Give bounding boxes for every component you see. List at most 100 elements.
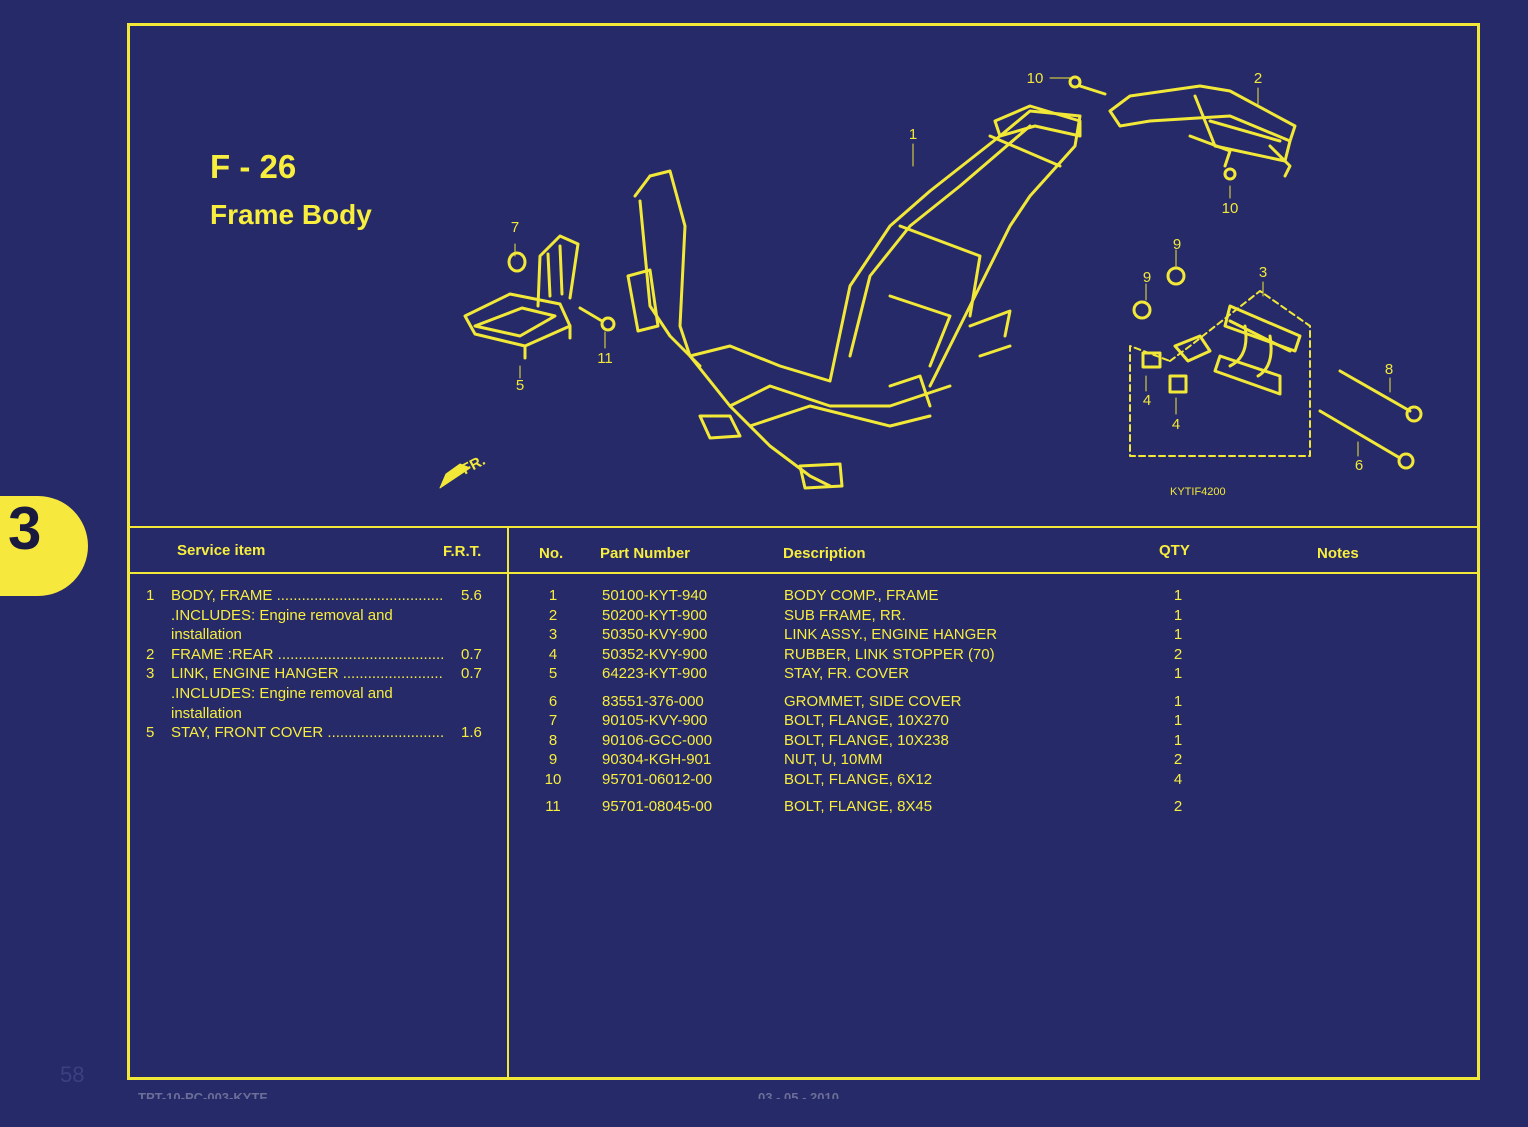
stay-front-cover-part <box>463 234 580 360</box>
long-bolts-7-8 <box>1318 369 1423 470</box>
service-item-header: Service item <box>177 542 266 559</box>
part-row-qty: 1 <box>1173 587 1183 604</box>
part-row-qty: 2 <box>1173 646 1183 663</box>
part-row-qty: 1 <box>1173 732 1183 749</box>
part-row-qty: 1 <box>1173 712 1183 729</box>
part-row-number: 95701-08045-00 <box>602 798 713 815</box>
service-row-frt: 0.7 <box>461 646 482 663</box>
part-row-number: 50350-KVY-900 <box>602 626 708 643</box>
part-row-no: 6 <box>548 693 558 710</box>
service-row-no: 3 <box>146 665 155 682</box>
callout-2: 2 <box>1254 70 1262 87</box>
front-label: FR. <box>459 452 488 478</box>
service-row-note: .INCLUDES: Engine removal and <box>171 685 393 702</box>
service-row-frt: 1.6 <box>461 724 482 741</box>
part-row-description: SUB FRAME, RR. <box>784 607 906 624</box>
part-row-qty: 1 <box>1173 665 1183 682</box>
part-row-description: RUBBER, LINK STOPPER (70) <box>784 646 995 663</box>
service-row-frt: 5.6 <box>461 587 482 604</box>
part-row-no: 1 <box>548 587 558 604</box>
chapter-tab[interactable] <box>0 496 88 596</box>
part-row-no: 7 <box>548 712 558 729</box>
service-row-name: STAY, FRONT COVER <box>171 724 443 741</box>
part-row-qty: 4 <box>1173 771 1183 788</box>
service-row-name: LINK, ENGINE HANGER <box>171 665 443 682</box>
service-row-frt: 0.7 <box>461 665 482 682</box>
callout-10-top: 10 <box>1027 70 1044 87</box>
part-row-description: BOLT, FLANGE, 8X45 <box>784 798 933 815</box>
table-header-rule <box>127 572 1480 574</box>
service-row-name: FRAME :REAR <box>171 646 443 663</box>
part-row-number: 90106-GCC-000 <box>602 732 713 749</box>
notes-header: Notes <box>1317 545 1359 562</box>
callout-8: 8 <box>1385 361 1393 378</box>
page-number: 58 <box>60 1062 85 1087</box>
part-number-header: Part Number <box>600 545 691 562</box>
service-row-no: 5 <box>146 724 155 741</box>
service-row-note: installation <box>171 626 242 643</box>
part-row-description: STAY, FR. COVER <box>784 665 910 682</box>
callout-4-bottom: 4 <box>1172 416 1180 433</box>
callout-11: 11 <box>597 350 613 367</box>
table-divider <box>507 526 509 1080</box>
service-row-note: installation <box>171 705 242 722</box>
part-row-no: 10 <box>544 771 562 788</box>
part-row-number: 95701-06012-00 <box>602 771 713 788</box>
part-row-qty: 2 <box>1173 798 1183 815</box>
callout-9-left: 9 <box>1143 269 1151 286</box>
frame-body-diagram: 7 5 11 1 10 2 10 9 9 3 4 4 8 6 FR. KYTIF… <box>439 70 1423 498</box>
callout-7: 6 <box>1355 457 1363 474</box>
part-row-description: BOLT, FLANGE, 6X12 <box>784 771 933 788</box>
part-row-description: NUT, U, 10MM <box>784 751 883 768</box>
figure-code: F - 26 <box>210 148 297 185</box>
part-row-number: 90105-KVY-900 <box>602 712 708 729</box>
link-assy-engine-hanger-part <box>1129 266 1311 457</box>
part-row-description: GROMMET, SIDE COVER <box>784 693 962 710</box>
part-row-number: 50352-KVY-900 <box>602 646 708 663</box>
part-row-description: BODY COMP., FRAME <box>784 587 939 604</box>
part-row-number: 64223-KYT-900 <box>602 665 708 682</box>
service-row-no: 2 <box>146 646 155 663</box>
part-row-no: 11 <box>545 798 561 815</box>
figure-title: Frame Body <box>210 199 372 230</box>
part-row-no: 5 <box>548 665 558 682</box>
footer-doc-code: TPT-10-PC-003-KYTF <box>138 1090 268 1099</box>
callout-1: 1 <box>909 126 917 143</box>
part-row-number: 83551-376-000 <box>602 693 704 710</box>
front-direction-arrow <box>439 463 471 489</box>
frt-header: F.R.T. <box>443 543 482 560</box>
service-row-no: 1 <box>146 587 155 604</box>
part-row-qty: 1 <box>1173 626 1183 643</box>
footer-date: 03 - 05 - 2010 <box>758 1090 839 1099</box>
part-row-no: 3 <box>548 626 558 643</box>
part-row-no: 4 <box>548 646 558 663</box>
part-row-number: 90304-KGH-901 <box>602 751 712 768</box>
no-header: No. <box>539 545 564 562</box>
part-row-no: 9 <box>548 751 558 768</box>
part-row-qty: 2 <box>1173 751 1183 768</box>
page-frame <box>127 23 1480 1080</box>
body-frame-part <box>626 104 1082 490</box>
callout-10-bottom: 10 <box>1222 200 1239 217</box>
part-row-description: LINK ASSY., ENGINE HANGER <box>784 626 998 643</box>
callout-3: 3 <box>1259 264 1267 281</box>
bolt-11-part <box>578 306 616 332</box>
part-row-qty: 1 <box>1173 607 1183 624</box>
diagram-code: KYTIF4200 <box>1170 486 1226 498</box>
service-row-note: .INCLUDES: Engine removal and <box>171 607 393 624</box>
service-row-name: BODY, FRAME <box>171 587 443 604</box>
sub-frame-rear-part <box>1108 84 1297 178</box>
bolt-10-parts <box>1068 75 1237 181</box>
part-row-no: 8 <box>548 732 558 749</box>
table-top-rule <box>127 526 1480 528</box>
part-row-number: 50200-KYT-900 <box>602 607 708 624</box>
part-row-description: BOLT, FLANGE, 10X270 <box>784 712 949 729</box>
description-header: Description <box>783 545 866 562</box>
part-row-no: 2 <box>548 607 558 624</box>
callout-5: 5 <box>516 377 524 394</box>
callout-4-left: 4 <box>1143 392 1151 409</box>
part-row-number: 50100-KYT-940 <box>602 587 708 604</box>
chapter-number: 3 <box>8 495 42 562</box>
qty-header: QTY <box>1159 542 1190 559</box>
part-row-qty: 1 <box>1173 693 1183 710</box>
